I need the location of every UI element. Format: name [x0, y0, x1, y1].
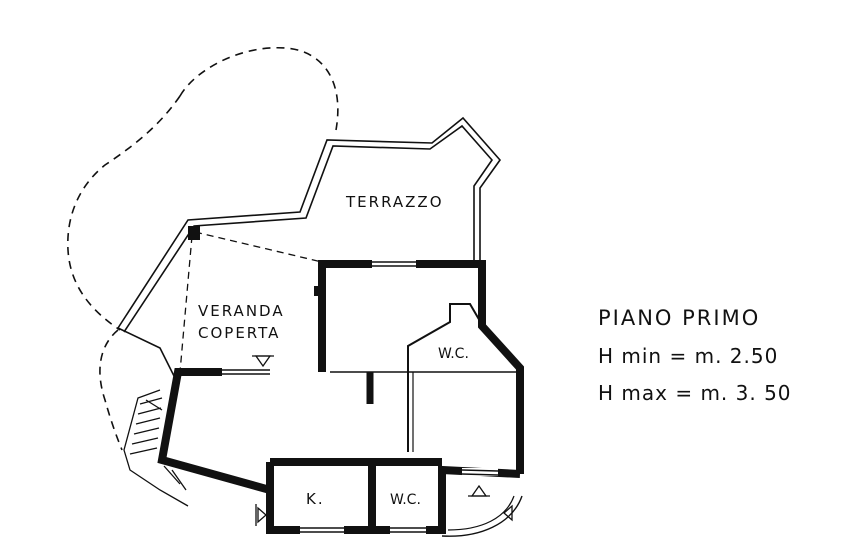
garden-dashed-outline [67, 47, 339, 451]
room-label-veranda: VERANDA [198, 302, 285, 320]
column [188, 226, 200, 240]
room-label-coperta: COPERTA [198, 324, 280, 342]
staircase [123, 389, 189, 507]
level-markers [252, 355, 513, 526]
wall-stub [314, 286, 322, 296]
lower-terrace-curve-inner [447, 495, 515, 531]
window-openings [222, 260, 499, 534]
veranda-dashed-lines [179, 231, 323, 373]
floor-title: PIANO PRIMO [598, 306, 761, 330]
room-label-wc-lower: W.C. [390, 492, 421, 508]
interior-partitions [330, 303, 521, 452]
room-label-wc-upper: W.C. [438, 346, 469, 362]
lower-terrace-curve [441, 495, 523, 537]
terrace-perimeter [117, 116, 502, 377]
floor-info-block: PIANO PRIMO H min = m. 2.50 H max = m. 3… [598, 306, 838, 418]
room-label-kitchen: K. [306, 490, 325, 508]
min-height-note: H min = m. 2.50 [598, 344, 779, 368]
max-height-note: H max = m. 3. 50 [598, 381, 792, 405]
room-label-terrazzo: TERRAZZO [345, 193, 444, 211]
